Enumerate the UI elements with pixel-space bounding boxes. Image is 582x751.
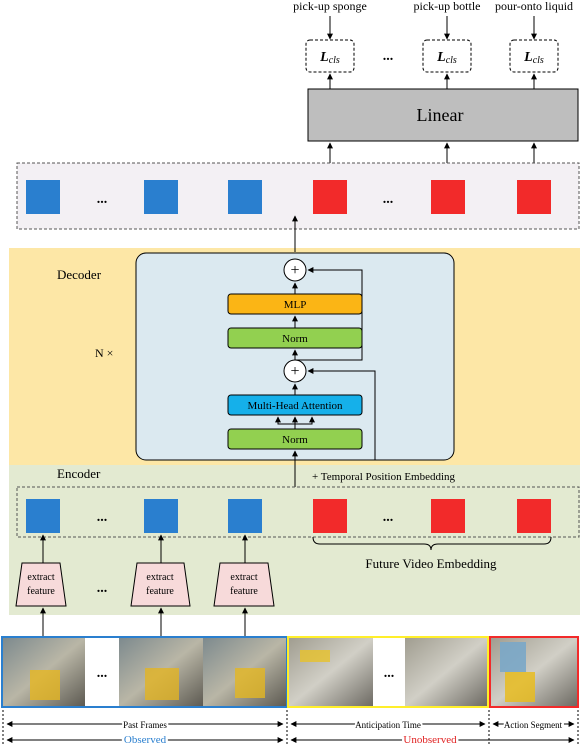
decoder-repeat: N × xyxy=(95,346,113,360)
action-segment-frame xyxy=(489,636,579,708)
output-token xyxy=(144,180,178,214)
position-embedding-label: + Temporal Position Embedding xyxy=(312,471,456,483)
plus-symbol: + xyxy=(290,262,299,279)
extract-label: extract xyxy=(146,572,173,583)
future-brace xyxy=(312,536,552,551)
loss-box-3: Lcls xyxy=(509,39,559,73)
future-embedding-label: Future Video Embedding xyxy=(365,556,497,571)
extract-ellipsis: ... xyxy=(97,581,108,596)
feature-label: feature xyxy=(27,586,55,597)
anticipation-time-label: Anticipation Time xyxy=(355,720,421,730)
loss-box-2: Lcls xyxy=(422,39,472,73)
input-token xyxy=(144,499,178,533)
plus-symbol: + xyxy=(290,363,299,380)
feature-label: feature xyxy=(230,586,258,597)
output-label-3: pour-onto liquid xyxy=(495,0,573,13)
loss-subscript: cls xyxy=(533,55,544,66)
video-frame xyxy=(289,638,373,706)
input-token xyxy=(228,499,262,533)
loss-symbol: L xyxy=(319,50,329,65)
video-frame xyxy=(405,638,487,706)
svg-text:Lcls: Lcls xyxy=(319,50,340,66)
future-token xyxy=(313,499,347,533)
loss-subscript: cls xyxy=(446,55,457,66)
past-frames-label: Past Frames xyxy=(123,720,167,730)
observed-label: Observed xyxy=(124,734,167,746)
loss-subscript: cls xyxy=(329,55,340,66)
extract-feature-block: extract feature xyxy=(15,562,67,607)
add-node-top xyxy=(283,258,307,282)
linear-layer xyxy=(307,88,579,142)
norm-label: Norm xyxy=(282,434,308,446)
output-token xyxy=(431,180,465,214)
anticipation-frames: ... xyxy=(287,636,489,708)
output-token xyxy=(26,180,60,214)
action-segment-label: Action Segment xyxy=(504,720,563,730)
output-token xyxy=(313,180,347,214)
loss-box-1: Lcls xyxy=(305,39,355,73)
attention-label: Multi-Head Attention xyxy=(247,400,343,412)
decoder-output-row xyxy=(16,162,580,230)
extract-feature-block: extract feature xyxy=(213,562,275,607)
token-ellipsis: ... xyxy=(383,192,394,207)
future-token xyxy=(517,499,551,533)
loss-ellipsis: ... xyxy=(383,49,394,64)
future-token xyxy=(431,499,465,533)
unobserved-label: Unobserved xyxy=(403,734,457,746)
svg-text:Lcls: Lcls xyxy=(436,50,457,66)
linear-label: Linear xyxy=(417,105,464,125)
output-label-2: pick-up bottle xyxy=(414,0,481,13)
norm-label: Norm xyxy=(282,333,308,345)
token-ellipsis: ... xyxy=(97,510,108,525)
loss-symbol: L xyxy=(523,50,533,65)
frame-ellipsis: ... xyxy=(384,666,395,681)
extract-label: extract xyxy=(27,572,54,583)
output-label-1: pick-up sponge xyxy=(293,0,367,13)
mlp-label: MLP xyxy=(284,299,307,311)
output-token xyxy=(228,180,262,214)
loss-symbol: L xyxy=(436,50,446,65)
frame-ellipsis: ... xyxy=(97,666,108,681)
token-ellipsis: ... xyxy=(97,192,108,207)
svg-text:Lcls: Lcls xyxy=(523,50,544,66)
observed-frames: ... xyxy=(1,636,288,708)
feature-label: feature xyxy=(146,586,174,597)
output-token xyxy=(517,180,551,214)
encoder-title: Encoder xyxy=(57,466,101,481)
decoder-title: Decoder xyxy=(57,267,102,282)
extract-label: extract xyxy=(230,572,257,583)
input-token xyxy=(26,499,60,533)
token-ellipsis: ... xyxy=(383,510,394,525)
extract-feature-block: extract feature xyxy=(130,562,191,607)
encoder-token-row xyxy=(16,486,580,538)
